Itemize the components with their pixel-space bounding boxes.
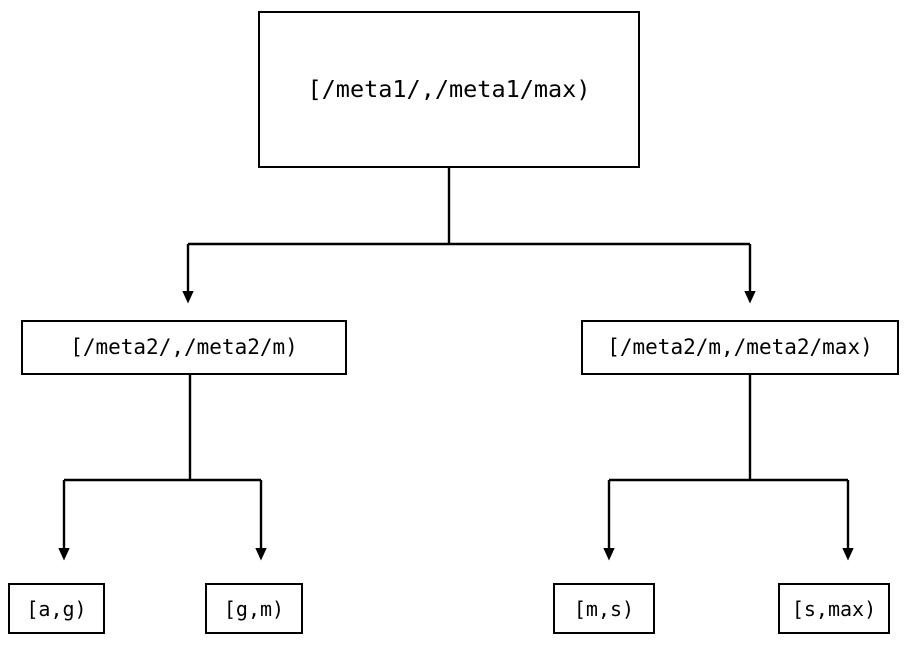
tree-node-leaf-4-label: [s,max): [791, 596, 877, 621]
arrowhead-leaf-3: [603, 548, 615, 561]
tree-node-root[interactable]: [/meta1/,/meta1/max): [258, 11, 640, 168]
tree-node-leaf-1-label: [a,g): [26, 596, 87, 621]
tree-node-mid-left-label: [/meta2/,/meta2/m): [70, 335, 298, 359]
tree-node-leaf-1[interactable]: [a,g): [8, 583, 105, 634]
edge-root-to-mid-group: [182, 168, 756, 304]
arrowhead-leaf-4: [842, 548, 854, 561]
tree-node-mid-right[interactable]: [/meta2/m,/meta2/max): [581, 320, 899, 375]
arrowhead-leaf-1: [58, 548, 70, 561]
tree-node-leaf-2[interactable]: [g,m): [205, 583, 303, 634]
tree-node-mid-right-label: [/meta2/m,/meta2/max): [607, 335, 873, 359]
arrowhead-mid-left: [182, 291, 194, 304]
edge-mid-left-to-leaves-group: [58, 375, 267, 561]
tree-node-leaf-4[interactable]: [s,max): [778, 583, 890, 634]
arrowhead-mid-right: [744, 291, 756, 304]
tree-node-leaf-3-label: [m,s): [573, 596, 635, 621]
tree-node-mid-left[interactable]: [/meta2/,/meta2/m): [21, 320, 347, 375]
tree-node-leaf-3[interactable]: [m,s): [553, 583, 655, 634]
arrowhead-leaf-2: [255, 548, 267, 561]
tree-node-root-label: [/meta1/,/meta1/max): [307, 74, 591, 103]
tree-node-leaf-2-label: [g,m): [223, 596, 285, 621]
edge-mid-right-to-leaves-group: [603, 375, 854, 561]
